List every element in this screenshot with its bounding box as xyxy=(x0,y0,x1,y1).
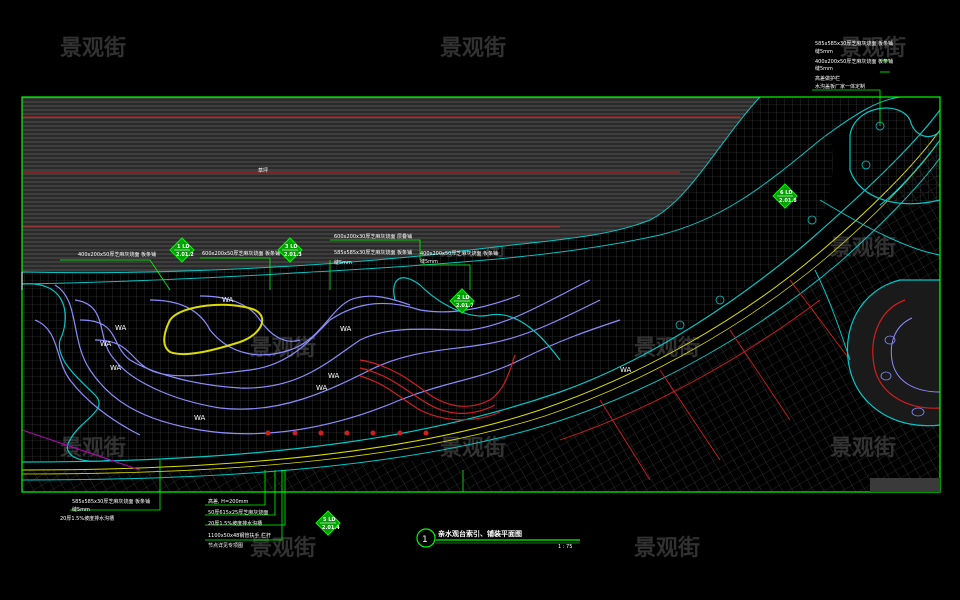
water-label: WA xyxy=(115,324,127,332)
index-tag-top: 6 LD xyxy=(780,190,793,196)
note-text: 节点详见专项图 xyxy=(208,542,243,549)
drawing-title-block: 1 亲水观台索引、铺装平面图 1 : 75 xyxy=(416,528,580,550)
note-text: 缝5mm xyxy=(815,48,833,55)
note-text: 585x585x30厚芝麻灰烧面 板条铺 xyxy=(815,40,893,47)
note-text: 20厚1.5%坡度排水沟槽 xyxy=(208,520,262,527)
index-tag-top: 3 LD xyxy=(285,244,298,250)
index-tag-bottom: 2.01.7 xyxy=(456,303,474,309)
index-tag-top: 1 LD xyxy=(177,244,190,250)
drawing-scale: 1 : 75 xyxy=(558,544,572,550)
water-feature-lines xyxy=(34,279,621,436)
watermark-text: 景观街 xyxy=(634,535,700,561)
watermark-text: 景观街 xyxy=(250,535,316,561)
index-tag[interactable]: 6 LD 2.01.8 xyxy=(772,183,798,209)
note-text: 高差, H=200mm xyxy=(208,498,249,505)
path-edge xyxy=(22,109,940,463)
annotation-notes: 585x585x30厚芝麻灰烧面 板条铺 缝5mm 400x200x50厚芝麻灰… xyxy=(60,40,893,549)
index-tag[interactable]: 5 LD 2.01.4 xyxy=(315,510,341,536)
watermark-text: 景观街 xyxy=(440,35,506,61)
plan-area xyxy=(22,97,940,492)
water-label: WA xyxy=(110,364,122,372)
note-text: 50厚615x25厚芝麻灰烧面 xyxy=(208,509,268,516)
note-text: 缝5mm xyxy=(334,259,352,266)
water-label: WA xyxy=(316,384,328,392)
note-text: 585x585x30厚芝麻灰烧面 板条铺 xyxy=(72,498,150,505)
note-text: 水沟盖板厂家一体定制 xyxy=(815,83,865,90)
plaza-paving-grid xyxy=(22,130,833,462)
walkway-paving xyxy=(22,130,940,492)
index-tag[interactable]: 1 LD 2.01.2 xyxy=(169,237,195,263)
index-tag-top: 5 LD xyxy=(323,517,336,523)
stepping-markers xyxy=(265,430,429,436)
plaza-edge xyxy=(22,283,111,462)
note-text: 高差做护栏 xyxy=(815,75,840,82)
index-tag[interactable]: 3 LD 2.01.3 xyxy=(277,237,303,263)
drawing-title: 亲水观台索引、铺装平面图 xyxy=(438,529,522,538)
lookout-lobe xyxy=(849,107,940,205)
watermark-text: 景观街 xyxy=(840,35,906,61)
path-edge xyxy=(22,157,940,481)
index-tag-bottom: 2.01.4 xyxy=(322,525,340,531)
watermark-text: 景观街 xyxy=(60,35,126,61)
note-text: 400x200x50厚芝麻灰烧面 板条铺 xyxy=(815,58,893,65)
yellow-edge-line xyxy=(22,139,940,475)
water-label: WA xyxy=(328,372,340,380)
note-text: 缝5mm xyxy=(72,506,90,513)
edge-block xyxy=(870,478,940,492)
island-outline xyxy=(163,303,264,356)
water-label: WA xyxy=(194,414,206,422)
note-text: 缝5mm xyxy=(420,258,438,265)
path-edge xyxy=(879,139,940,206)
index-tag[interactable]: 2 LD 2.01.7 xyxy=(449,288,475,314)
note-text: 585x585x30厚芝麻灰烧面 板条铺 xyxy=(334,249,412,256)
bridge-lines xyxy=(359,354,516,421)
walkway-red-lines xyxy=(559,279,851,481)
water-label: WA xyxy=(222,296,234,304)
drawing-number: 1 xyxy=(422,535,428,545)
index-tag-bottom: 2.01.2 xyxy=(176,252,194,258)
index-tag-bottom: 2.01.8 xyxy=(779,198,797,204)
round-platform xyxy=(814,199,940,427)
lawn-area xyxy=(22,97,760,273)
drawing-number-circle xyxy=(416,528,436,548)
yellow-edge-line xyxy=(22,129,940,471)
note-text: 600x200x30厚芝麻灰烧面 层叠铺 xyxy=(334,233,412,240)
note-text: 400x200x50厚芝麻灰烧面 板条铺 xyxy=(78,251,156,258)
water-label: WA xyxy=(100,340,112,348)
water-label: WA xyxy=(340,325,352,333)
index-tag-top: 2 LD xyxy=(457,295,470,301)
note-text: 1100x50x48钢管扶手 栏杆 xyxy=(208,532,271,539)
note-text: 600x200x50厚芝麻灰烧面 板条铺 xyxy=(202,250,280,257)
leader-lines xyxy=(60,59,890,541)
magenta-line xyxy=(22,429,141,471)
note-text: 400x200x50厚芝麻灰烧面 板条铺 xyxy=(420,250,498,257)
note-text: 20厚1.5%坡度排水沟槽 xyxy=(60,515,114,522)
drawing-frame xyxy=(21,96,941,493)
water-label: WA xyxy=(620,366,632,374)
index-tag-bottom: 2.01.3 xyxy=(284,252,302,258)
note-text: 缝5mm xyxy=(815,65,833,72)
lawn-label: 草坪 xyxy=(258,167,268,174)
water-labels: WA WA WA WA WA WA WA WA WA xyxy=(100,296,632,422)
tree-symbols xyxy=(675,121,885,330)
